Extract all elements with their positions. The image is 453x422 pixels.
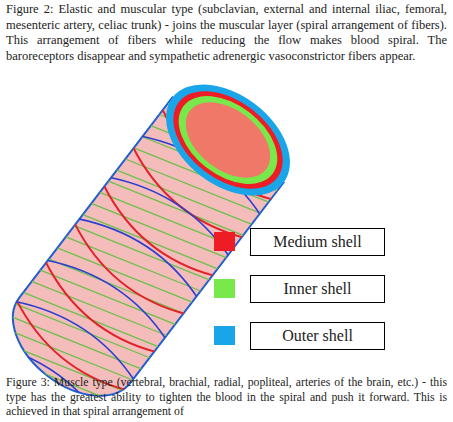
legend-label-box: Outer shell	[250, 322, 385, 350]
figure-caption-text: Figure 3: Muscle type (vertebral, brachi…	[6, 376, 447, 420]
fiber-stroke	[30, 249, 169, 368]
fiber-stroke	[47, 227, 186, 346]
fiber-stroke	[0, 304, 126, 422]
fiber-stroke	[81, 182, 220, 301]
legend-swatch	[214, 279, 235, 298]
fiber-stroke	[21, 260, 160, 379]
inner-shell-ring	[162, 78, 293, 202]
legend-swatch	[214, 326, 235, 345]
figure-caption-text: Figure 2: Elastic and muscular type (sub…	[6, 2, 447, 64]
legend-text: Outer shell	[282, 327, 353, 344]
fiber-stroke	[92, 184, 218, 286]
legend-swatch	[214, 232, 235, 251]
fiber-stroke	[77, 202, 204, 306]
fiber-stroke	[38, 238, 177, 357]
fiber-stroke	[14, 285, 141, 389]
fiber-stroke	[46, 244, 173, 348]
medium-shell-ring	[155, 71, 301, 208]
legend-label-box: Medium shell	[250, 228, 385, 256]
vessel-lumen	[172, 87, 285, 193]
legend-text: Inner shell	[284, 280, 352, 297]
fiber-stroke	[63, 223, 189, 325]
legend-text: Medium shell	[273, 233, 361, 250]
legend-label-box: Inner shell	[250, 275, 385, 303]
outer-shell-ring	[145, 62, 311, 219]
